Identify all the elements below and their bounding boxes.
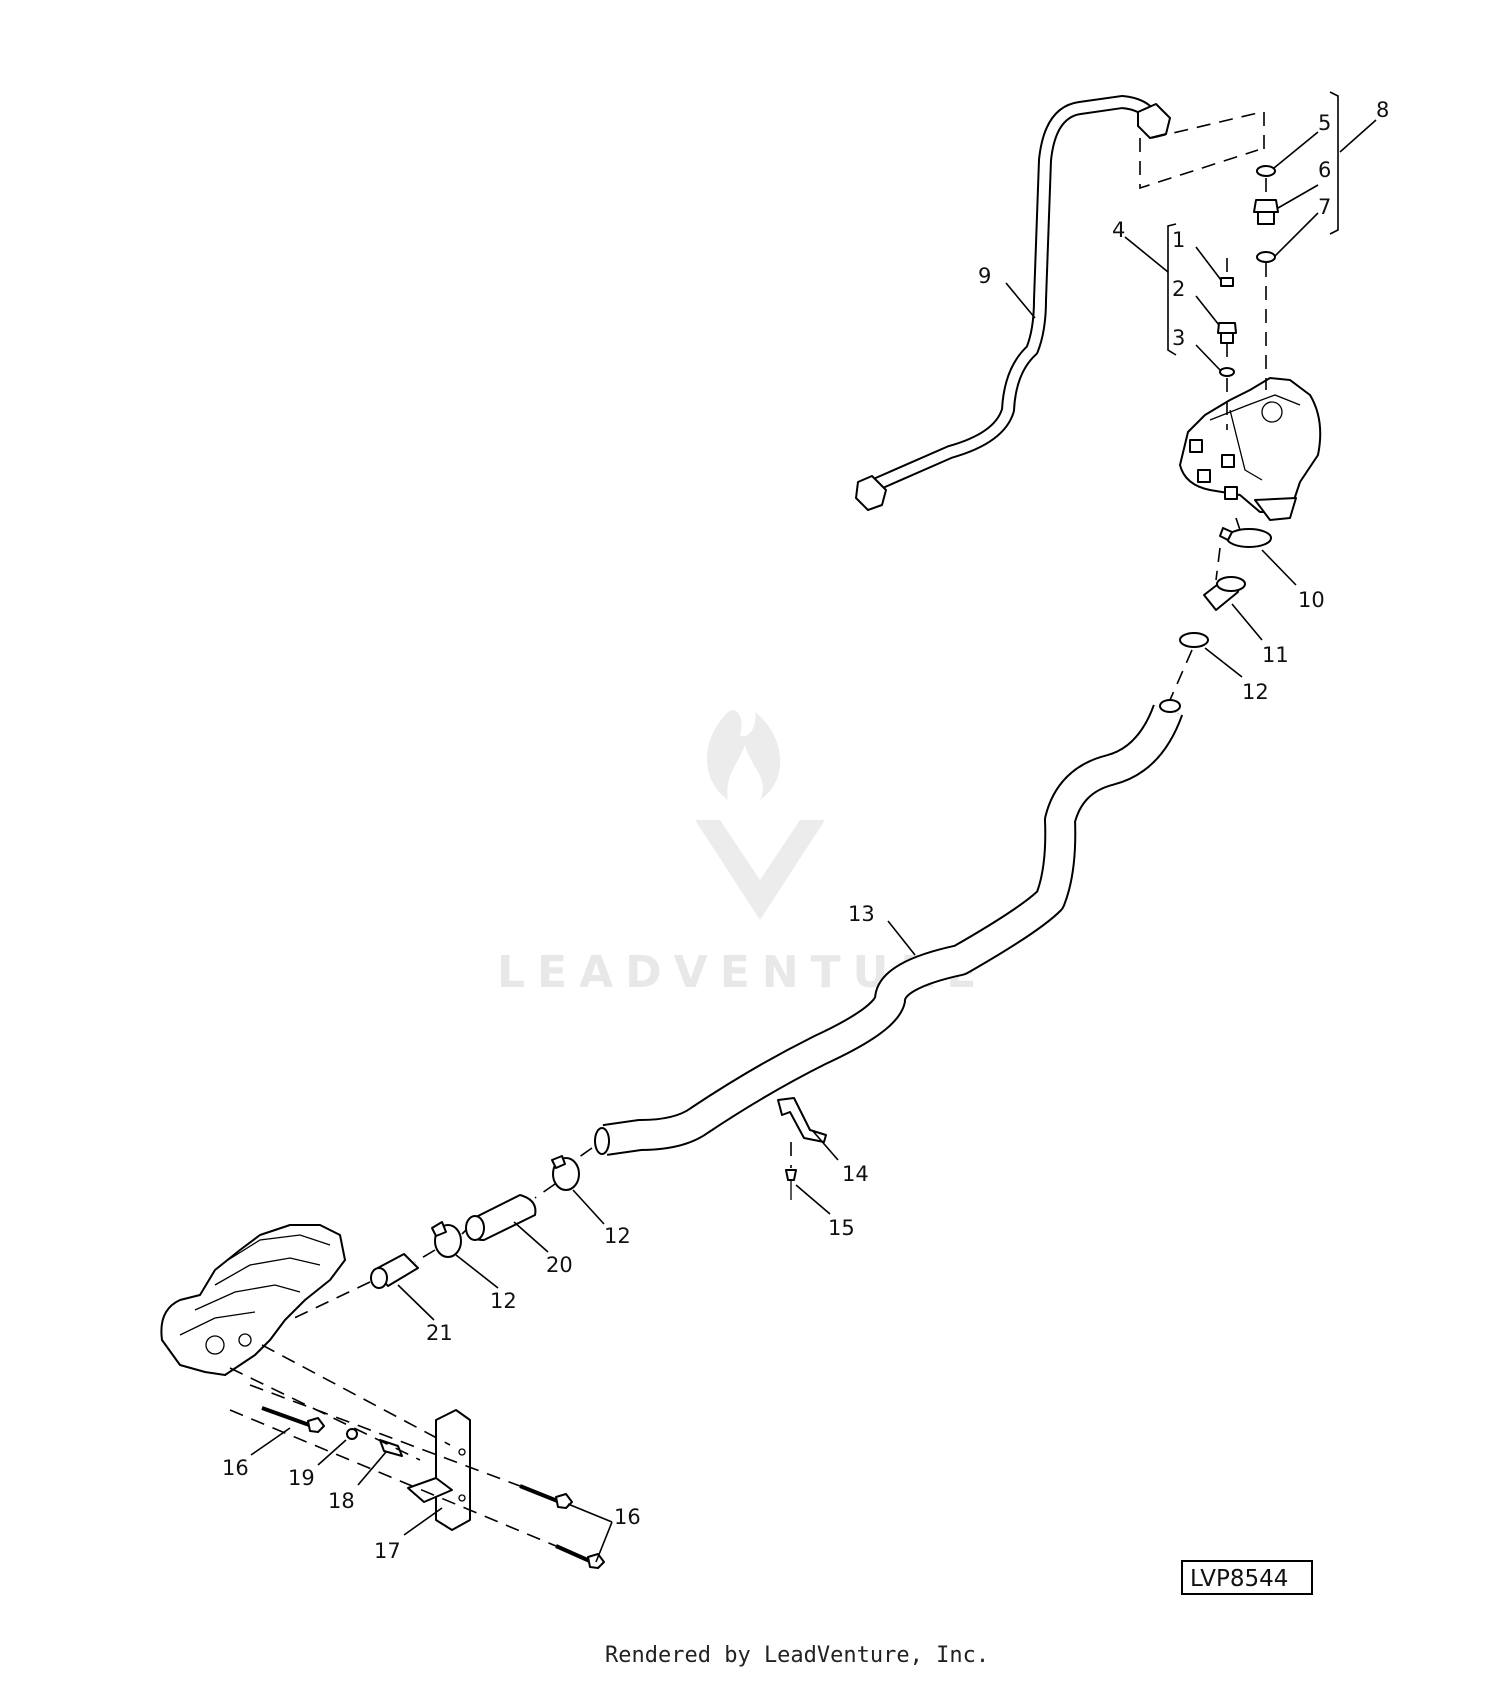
callout-3: 3 <box>1172 326 1185 350</box>
upper-clamps <box>1179 527 1272 648</box>
callout-12-middle: 12 <box>604 1224 631 1248</box>
callout-2: 2 <box>1172 277 1185 301</box>
callout-13: 13 <box>848 902 875 926</box>
callout-1: 1 <box>1172 228 1185 252</box>
callout-6: 6 <box>1318 158 1331 182</box>
hydraulic-pump <box>1179 377 1322 521</box>
reference-code-box: LVP8544 <box>1181 1560 1313 1595</box>
watermark-v-icon <box>695 820 825 920</box>
callout-15: 15 <box>828 1216 855 1240</box>
suction-hose-13 <box>594 699 1184 1156</box>
callout-11: 11 <box>1262 643 1289 667</box>
lower-clamps <box>370 1155 580 1289</box>
callout-9: 9 <box>978 264 991 288</box>
footer-credit: Rendered by LeadVenture, Inc. <box>605 1643 989 1668</box>
callout-8: 8 <box>1376 98 1389 122</box>
callout-16-left: 16 <box>222 1456 249 1480</box>
steel-line-9 <box>855 95 1171 511</box>
leader-lines <box>250 119 1377 1563</box>
callout-12-lower: 12 <box>490 1289 517 1313</box>
callout-12-upper: 12 <box>1242 680 1269 704</box>
watermark-flame-icon <box>707 710 781 800</box>
callout-19: 19 <box>288 1466 315 1490</box>
reference-code: LVP8544 <box>1190 1566 1288 1592</box>
callout-7: 7 <box>1318 195 1331 219</box>
bracket-14 <box>777 1097 827 1200</box>
callout-18: 18 <box>328 1489 355 1513</box>
assembly-dash-lines <box>229 111 1267 1547</box>
callouts: 1 2 3 4 5 6 7 8 9 10 11 12 13 14 15 12 2… <box>222 98 1389 1563</box>
callout-5: 5 <box>1318 111 1331 135</box>
callout-14: 14 <box>842 1162 869 1186</box>
callout-20: 20 <box>546 1253 573 1277</box>
transmission-assembly <box>160 1224 346 1376</box>
callout-17: 17 <box>374 1539 401 1563</box>
group-brackets <box>1167 91 1339 356</box>
callout-4: 4 <box>1112 218 1125 242</box>
callout-21: 21 <box>426 1321 453 1345</box>
callout-16-right: 16 <box>614 1505 641 1529</box>
callout-10: 10 <box>1298 588 1325 612</box>
fittings-group <box>1217 165 1279 377</box>
